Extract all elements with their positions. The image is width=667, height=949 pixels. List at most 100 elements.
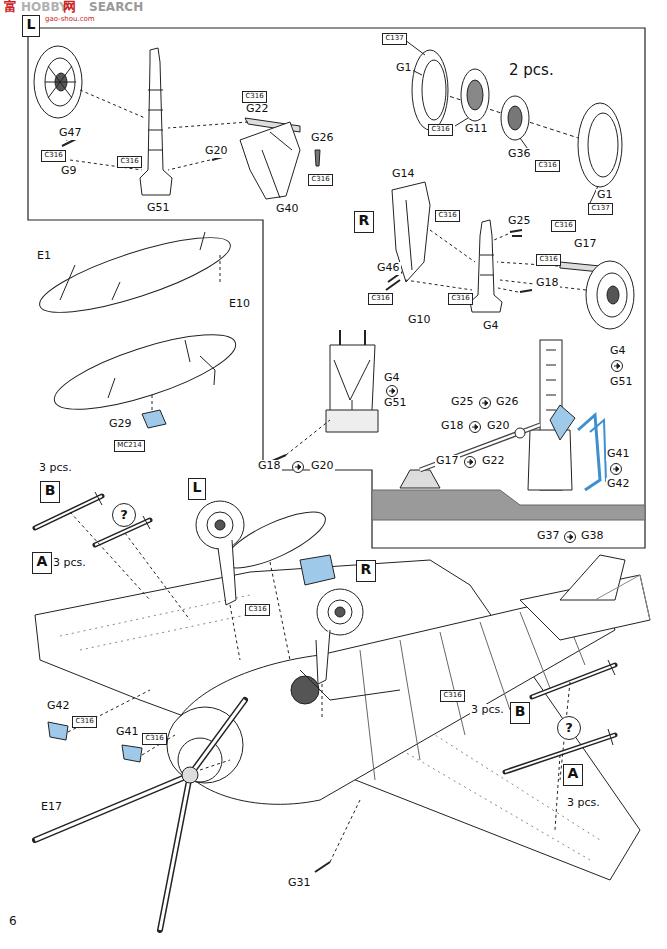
- line-art: [400, 470, 440, 488]
- paint-code: C316: [248, 605, 266, 613]
- paint-code-box: C316: [448, 293, 473, 305]
- paint-code: MC214: [117, 441, 141, 449]
- watermark: SEARCH: [88, 1, 144, 15]
- paint-code: C316: [120, 157, 138, 165]
- line-art: [546, 350, 556, 410]
- paint-code: C316: [438, 211, 456, 219]
- paint-code-box: C316: [428, 124, 453, 136]
- part-label: G25: [507, 215, 532, 228]
- part-label: G10: [407, 314, 432, 327]
- line-art: [35, 496, 615, 772]
- paint-code: C316: [75, 717, 93, 725]
- part-label: G51: [609, 376, 634, 389]
- question-circle: ?: [557, 716, 581, 740]
- line-art: [48, 722, 68, 740]
- view-letter: A: [37, 553, 48, 569]
- view-letter: B: [45, 482, 56, 498]
- part-label: G18: [257, 460, 282, 473]
- view-letter-box: L: [22, 15, 40, 37]
- line-art: [470, 220, 502, 312]
- line-art: [262, 132, 292, 198]
- line-art: [122, 745, 142, 762]
- part-label: 3 pcs.: [470, 704, 505, 717]
- line-art: [68, 690, 175, 755]
- part-label: 3 pcs.: [566, 797, 601, 810]
- line-art: [47, 320, 243, 424]
- view-letter-box: B: [510, 702, 530, 724]
- line-art: [315, 150, 320, 166]
- part-label: G17: [573, 238, 598, 251]
- line-art: [588, 113, 618, 177]
- line-art: [405, 280, 472, 290]
- line-art: [80, 90, 145, 118]
- line-art: [578, 103, 622, 187]
- line-art: [528, 430, 572, 490]
- paint-code: C316: [145, 734, 163, 742]
- line-art: [35, 700, 245, 930]
- part-label: G40: [275, 203, 300, 216]
- line-art: [467, 80, 483, 110]
- line-art: [322, 684, 323, 720]
- line-art: [586, 261, 634, 329]
- paint-code-box: C137: [588, 203, 613, 215]
- view-letter-box: R: [354, 211, 374, 233]
- line-art: [300, 555, 335, 585]
- view-letter: R: [359, 212, 370, 228]
- view-letter-box: R: [356, 560, 376, 582]
- line-art: [270, 562, 290, 660]
- line-art: [220, 255, 221, 285]
- paint-code: C137: [385, 34, 403, 42]
- line-art: [412, 50, 448, 130]
- part-label: G4: [609, 345, 627, 358]
- part-label: G20: [486, 420, 511, 433]
- view-letter-box: L: [188, 478, 206, 500]
- line-art: [240, 122, 300, 199]
- line-art: [607, 286, 619, 304]
- paint-code: C316: [554, 221, 572, 229]
- line-art: [200, 760, 230, 770]
- paint-code-box: C316: [368, 293, 393, 305]
- line-art: [465, 457, 476, 468]
- line-art: [498, 288, 518, 292]
- line-art: [168, 122, 248, 128]
- view-letter: ?: [120, 508, 128, 523]
- part-label: G42: [606, 478, 631, 491]
- line-art: [611, 464, 622, 475]
- part-label: G11: [464, 123, 489, 136]
- line-art: [60, 232, 205, 300]
- line-art: [293, 361, 623, 543]
- question-circle: ?: [112, 503, 136, 527]
- line-art: [472, 425, 478, 430]
- line-art: [597, 273, 627, 317]
- view-letter: ?: [565, 721, 573, 736]
- part-label: E10: [228, 298, 251, 311]
- part-label: G18: [440, 420, 465, 433]
- watermark: HOBBY: [20, 1, 69, 15]
- paint-code-box: C316: [536, 254, 561, 266]
- paint-code: C316: [311, 175, 329, 183]
- line-art: [565, 532, 576, 543]
- line-art: [612, 361, 623, 372]
- line-art: [470, 422, 481, 433]
- part-label: G20: [310, 460, 335, 473]
- view-letter: L: [193, 479, 202, 495]
- line-art: [148, 90, 163, 150]
- paint-code: C316: [443, 691, 461, 699]
- line-art: [595, 575, 650, 620]
- part-label: 2 pcs.: [508, 62, 555, 79]
- line-art: [315, 862, 330, 872]
- line-art: [501, 96, 529, 140]
- part-label: G17: [435, 455, 460, 468]
- part-label: G36: [507, 148, 532, 161]
- line-art: [565, 532, 576, 543]
- line-art: [480, 398, 491, 409]
- line-art: [590, 420, 606, 482]
- line-art: [152, 395, 153, 410]
- paint-code-box: C316: [242, 91, 267, 103]
- part-label: G51: [146, 202, 171, 215]
- view-letter-box: A: [563, 764, 583, 786]
- part-label: G20: [204, 145, 229, 158]
- line-art: [372, 490, 645, 520]
- part-label: 3 pcs.: [38, 462, 73, 475]
- line-art: [510, 230, 522, 236]
